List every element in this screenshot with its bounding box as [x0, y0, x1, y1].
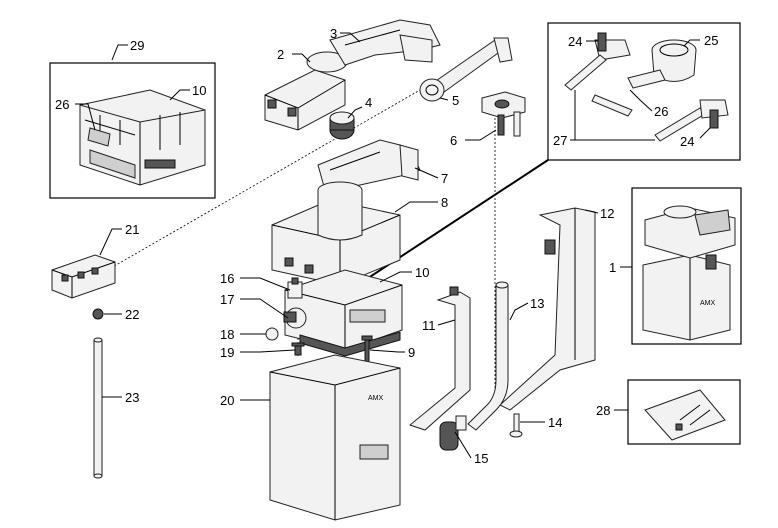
part-15-filter — [439, 415, 467, 451]
label-12: 12 — [600, 206, 614, 221]
label-17: 17 — [220, 292, 234, 307]
label-26-right: 26 — [654, 104, 668, 119]
label-20: 20 — [220, 393, 234, 408]
label-18: 18 — [220, 327, 234, 342]
label-15: 15 — [474, 451, 488, 466]
label-21: 21 — [125, 222, 139, 237]
part-23-rod — [93, 337, 103, 479]
inset-valve-part-24-top — [564, 32, 631, 91]
part-5-pipe — [419, 37, 513, 102]
label-4: 4 — [365, 95, 372, 110]
label-10-main: 10 — [415, 265, 429, 280]
inset-clip-part-26a — [627, 69, 666, 89]
part-4-nut — [329, 111, 355, 140]
part-8-lid — [271, 181, 401, 286]
label-13: 13 — [530, 296, 544, 311]
label-6: 6 — [450, 133, 457, 148]
part-17-fitting — [283, 307, 307, 329]
leader-lines — [75, 32, 711, 459]
label-14: 14 — [548, 415, 562, 430]
label-29: 29 — [130, 38, 144, 53]
dashed-line-nozzle — [89, 89, 421, 281]
label-3: 3 — [330, 26, 337, 41]
label-5: 5 — [452, 93, 459, 108]
label-22: 22 — [125, 307, 139, 322]
label-24-top: 24 — [568, 34, 582, 49]
label-24-bottom: 24 — [680, 134, 694, 149]
part-13-tube — [467, 281, 509, 431]
label-10-inset: 10 — [192, 83, 206, 98]
label-19: 19 — [220, 345, 234, 360]
label-26-left: 26 — [55, 97, 69, 112]
brand-mark-tank: AMX — [368, 395, 384, 402]
inset-housing-part-10 — [79, 89, 206, 186]
part-22-small-nut — [92, 308, 104, 320]
label-11: 11 — [422, 318, 436, 333]
inset-kit-bag-28 — [644, 389, 726, 441]
part-number-labels: 1 2 3 4 5 6 7 8 9 10 10 11 12 13 14 15 1… — [55, 26, 718, 466]
part-21-nozzle-block — [51, 254, 116, 299]
brand-mark-inset: AMX — [700, 300, 716, 307]
inset-box-28 — [627, 379, 741, 445]
label-28: 28 — [596, 403, 610, 418]
label-9: 9 — [408, 345, 415, 360]
label-25: 25 — [704, 33, 718, 48]
part-18-o-ring — [265, 327, 279, 341]
inset-box-27 — [547, 22, 741, 161]
label-27: 27 — [553, 133, 567, 148]
label-8: 8 — [441, 195, 448, 210]
label-7: 7 — [441, 171, 448, 186]
part-6-valve-block — [481, 91, 526, 137]
part-12-back-bracket — [499, 207, 596, 411]
part-3-top-arm — [329, 19, 441, 66]
part-2-valve-housing — [264, 51, 348, 131]
part-10-housing — [284, 269, 403, 357]
part-19-screw — [291, 342, 305, 356]
label-16: 16 — [220, 271, 234, 286]
inset-clip-part-26b — [591, 94, 633, 117]
inset-clip-part-26 — [87, 127, 111, 147]
label-23: 23 — [125, 390, 139, 405]
inset-assembled-unit-1: AMX — [642, 205, 736, 341]
inset-valve-part-24-bottom — [654, 99, 729, 142]
part-20-tank: AMX — [269, 354, 401, 521]
part-14-screw — [509, 413, 523, 438]
label-1: 1 — [609, 260, 616, 275]
part-11-bracket — [408, 286, 471, 431]
part-16-valve — [287, 277, 303, 299]
inset-box-1: AMX — [631, 187, 742, 345]
inset-box-29 — [49, 62, 216, 199]
label-2: 2 — [277, 47, 284, 62]
leader-diagonal — [349, 159, 549, 291]
